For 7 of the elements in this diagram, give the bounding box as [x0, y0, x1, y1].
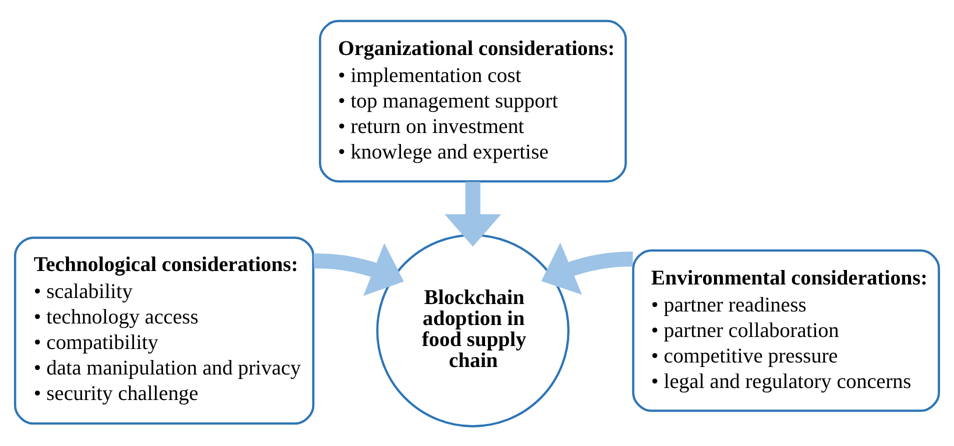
arrow	[541, 242, 633, 294]
arrow	[444, 181, 502, 246]
node-box: Environmental considerations: • partner readiness • partner collaboration • competitive pressure • legal and regulatory concerns	[632, 248, 940, 412]
node-box: Organizational considerations: • implementation cost • top management support • return on investment • knowlege and expertise	[318, 19, 627, 182]
arrow	[314, 242, 404, 296]
node-box: Technological considerations: • scalability • technology access • compatibility • data manipulation and privacy • security challenge	[14, 236, 314, 424]
node-circle: Blockchain adoption in food supply chain	[376, 233, 570, 427]
